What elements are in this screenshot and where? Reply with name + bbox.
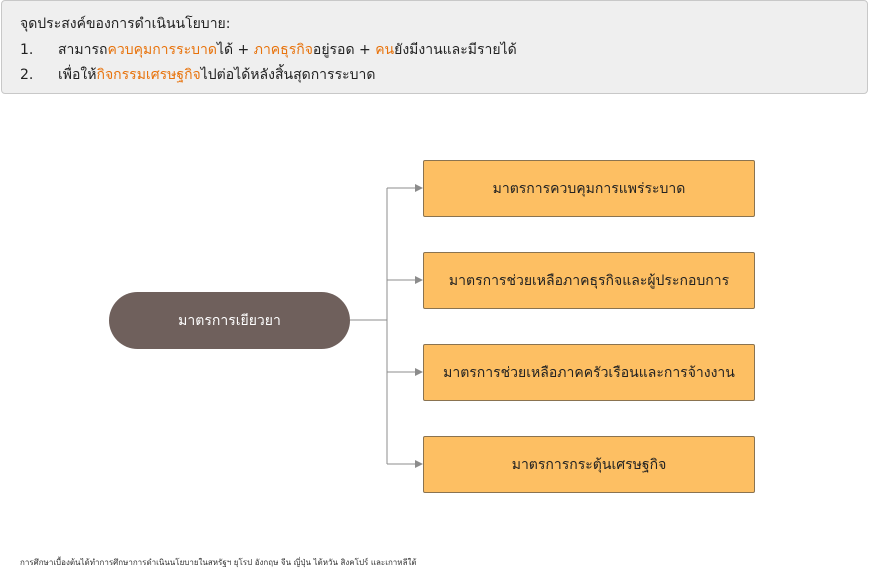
objective-highlight: กิจกรรมเศรษฐกิจ [96,67,201,83]
measure-box-economic-stimulus: มาตรการกระตุ้นเศรษฐกิจ [423,436,755,493]
objectives-panel: จุดประสงค์ของการดำเนินนโยบาย: 1. สามารถคว… [1,0,868,94]
objectives-title: จุดประสงค์ของการดำเนินนโยบาย: [20,16,231,32]
objective-highlight: ภาคธุรกิจ [253,42,313,58]
objective-text: ยังมีงานและมีรายได้ [394,42,517,58]
objective-text: อยู่รอด + [312,42,376,58]
objective-highlight: ควบคุมการระบาด [107,42,217,58]
objective-text: สามารถ [58,42,108,58]
objective-number: 2. [20,67,34,83]
objective-highlight: คน [375,42,395,58]
objective-line-2: 2. เพื่อให้กิจกรรมเศรษฐกิจไปต่อได้หลังสิ้… [20,64,375,86]
hub-node-remedy-measures: มาตรการเยียวยา [109,292,350,349]
objective-text: ได้ + [216,42,254,58]
objective-text: เพื่อให้ [58,67,97,83]
objective-text: ไปต่อได้หลังสิ้นสุดการระบาด [200,67,376,83]
objective-number: 1. [20,42,34,58]
objective-line-1: 1. สามารถควบคุมการระบาดได้ + ภาคธุรกิจอยู… [20,39,517,61]
footnote: การศึกษาเบื้องต้นได้ทำการศึกษาการดำเนินน… [20,558,417,567]
measure-box-outbreak-control: มาตรการควบคุมการแพร่ระบาด [423,160,755,217]
measure-box-household-employment: มาตรการช่วยเหลือภาคครัวเรือนและการจ้างงา… [423,344,755,401]
measure-box-business-support: มาตรการช่วยเหลือภาคธุรกิจและผู้ประกอบการ [423,252,755,309]
